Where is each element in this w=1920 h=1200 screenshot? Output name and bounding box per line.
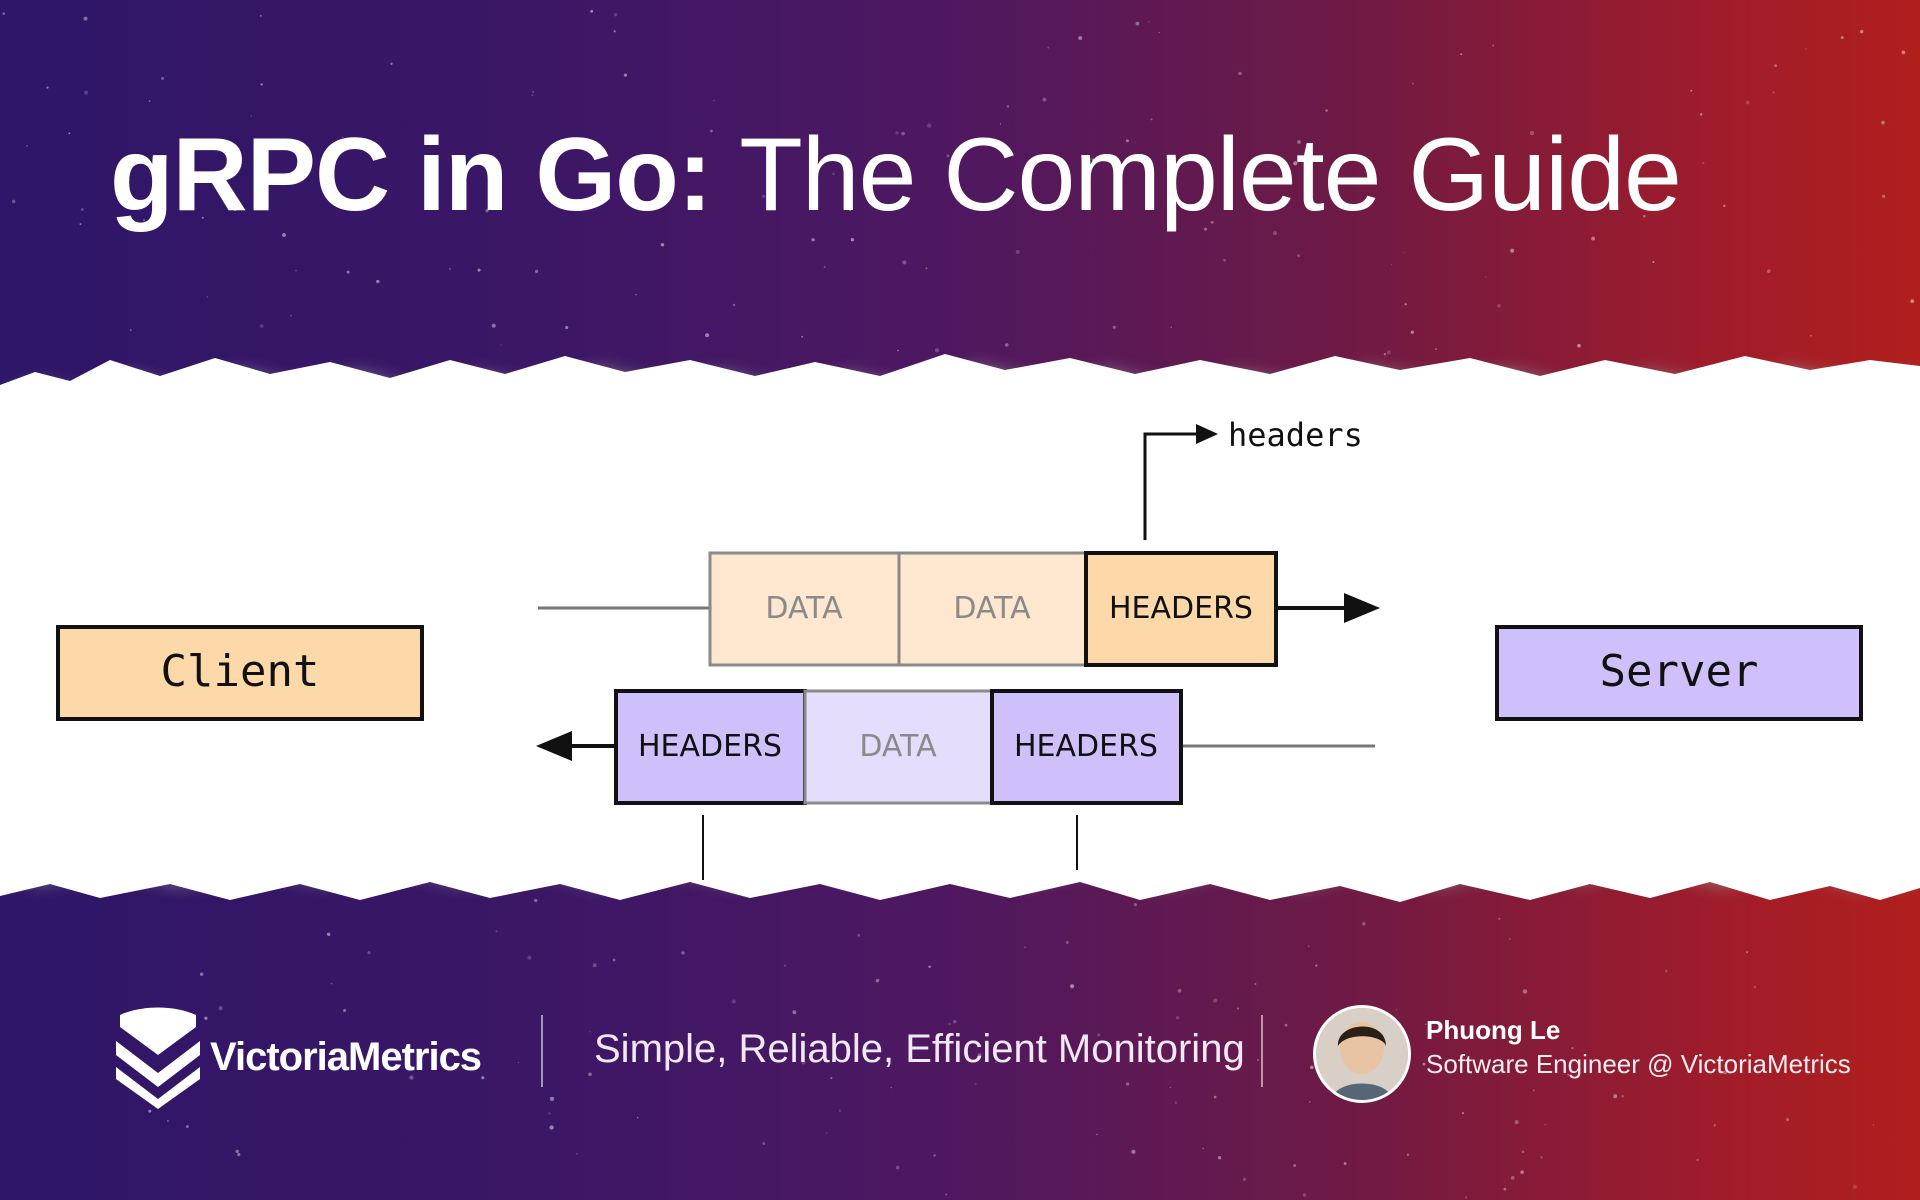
bottom-stream-frames: HEADERS DATA HEADERS <box>614 689 1183 805</box>
frame-headers-1 <box>614 689 807 805</box>
top-stream-frames: DATA DATA HEADERS <box>708 551 1278 667</box>
frame-headers-2 <box>990 689 1183 805</box>
frame-data-2 <box>897 551 1088 667</box>
frame-data-1-label: DATA <box>765 591 843 626</box>
footer-divider-right <box>1261 1015 1263 1087</box>
headers-annotation: headers <box>1228 416 1363 454</box>
frame-data-3-label: DATA <box>859 729 937 764</box>
author-name: Phuong Le <box>1426 1015 1561 1045</box>
frame-headers-2-label: HEADERS <box>1014 729 1158 764</box>
frame-headers-top-label: HEADERS <box>1109 591 1253 626</box>
client-box <box>56 625 424 721</box>
author-avatar <box>1313 1005 1411 1103</box>
title-light: The Complete Guide <box>739 117 1682 233</box>
headers-annotation-arrow <box>1196 424 1218 444</box>
title-bold: gRPC in Go: <box>110 117 712 233</box>
frame-data-2-label: DATA <box>953 591 1031 626</box>
frame-data-3 <box>803 689 994 805</box>
frame-data-1 <box>708 551 901 667</box>
server-label: Server <box>1600 646 1759 697</box>
tagline: Simple, Reliable, Efficient Monitoring <box>594 1027 1245 1071</box>
brand-name: VictoriaMetrics <box>210 1034 482 1079</box>
victoriametrics-logo-icon <box>116 1007 200 1109</box>
author-role: Software Engineer @ VictoriaMetrics <box>1426 1049 1851 1079</box>
frame-headers-1-label: HEADERS <box>638 729 782 764</box>
footer: VictoriaMetrics Simple, Reliable, Effici… <box>0 995 1920 1115</box>
bottom-arrow-head <box>536 731 572 761</box>
frame-headers-top <box>1084 551 1278 667</box>
top-arrow-head <box>1344 593 1380 623</box>
headers-annotation-line <box>1143 432 1196 540</box>
client-label: Client <box>161 646 320 697</box>
footer-divider-left <box>541 1015 543 1087</box>
server-box <box>1495 625 1863 721</box>
brand: VictoriaMetrics <box>112 1005 482 1109</box>
page-title: gRPC in Go: The Complete Guide <box>110 117 1682 233</box>
